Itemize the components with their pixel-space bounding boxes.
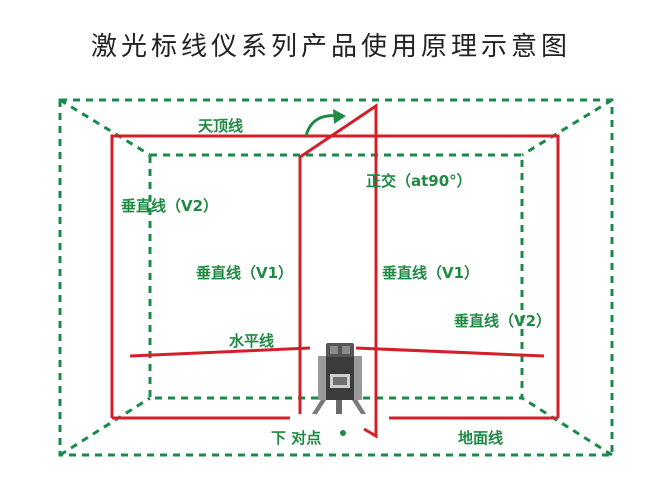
labels: 天顶线 正交（at90°） 垂直线（V2） 垂直线（V1） 垂直线（V1） 垂直…: [121, 117, 551, 447]
label-vertical-v2-right: 垂直线（V2）: [454, 312, 551, 330]
label-vertical-v1-right: 垂直线（V1）: [382, 264, 479, 282]
laser-horizontal-right: [355, 346, 545, 358]
label-plumb-point: 下 对点: [271, 429, 321, 447]
room-frame: [58, 98, 614, 457]
edge-top-right: [521, 98, 613, 157]
laser-level-icon: [312, 343, 366, 414]
laser-v1-plane: [298, 103, 378, 439]
plumb-dot-icon: [340, 430, 346, 436]
label-horizontal-line: 水平线: [229, 332, 274, 350]
outer-wall-outline: [58, 98, 614, 457]
laser-v2-loop: [110, 134, 560, 418]
curved-arrow-icon: [304, 109, 346, 137]
label-vertical-v2-left: 垂直线（V2）: [121, 197, 218, 215]
laser-lines: [110, 103, 560, 439]
edge-bottom-right: [521, 396, 613, 457]
edge-bottom-left: [59, 396, 151, 457]
label-vertical-v1-left: 垂直线（V1）: [196, 264, 293, 282]
laser-horizontal-left: [129, 346, 311, 358]
label-orthogonal: 正交（at90°）: [366, 172, 472, 190]
label-ceiling-line: 天顶线: [198, 117, 243, 135]
edge-top-left: [59, 98, 151, 157]
label-floor-line: 地面线: [458, 429, 503, 447]
page-title: 激光标线仪系列产品使用原理示意图: [90, 32, 571, 62]
